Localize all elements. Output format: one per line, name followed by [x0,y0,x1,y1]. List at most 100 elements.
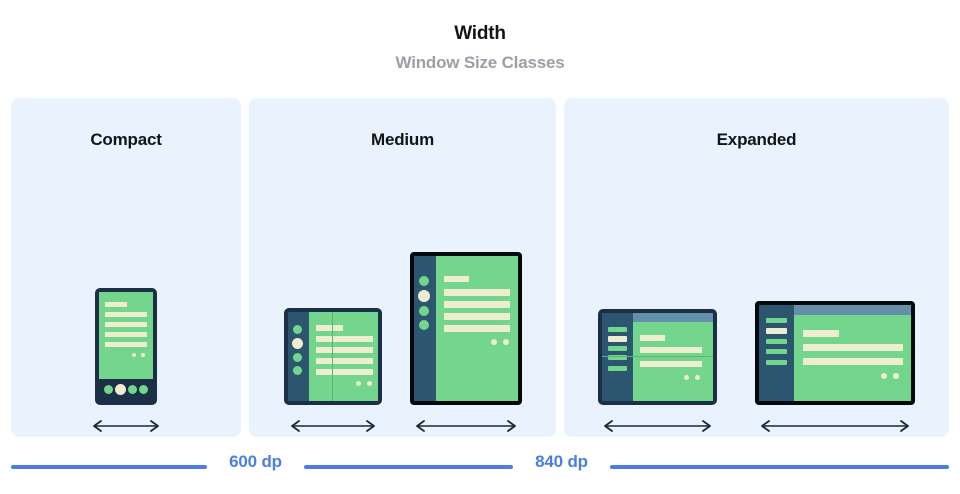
nav-dot [104,385,113,394]
device-column-phone [91,288,161,438]
panel-compact: Compact [11,98,241,437]
diagram-header: Width Window Size Classes [0,22,960,74]
breakpoint-line-medium [304,465,513,469]
content-line [443,325,510,332]
device-group-medium [249,188,556,438]
rail-bar [608,327,627,332]
content-line [803,344,903,351]
device-illustration-tablet-portrait [409,252,522,405]
content-line [640,335,665,341]
rail-bar [766,318,787,323]
content-line [105,322,147,327]
rail-dot [292,325,302,334]
rail-bar [766,349,787,354]
device-column-tablet-portrait [409,252,522,438]
device-illustration-foldable-folded [283,308,382,405]
width-arrow-foldable-unfolded [602,419,713,438]
device-group-compact [11,188,241,438]
tablet-portrait-content [435,256,518,401]
panel-medium: Medium [249,98,556,437]
width-arrow-tablet-landscape [759,419,911,438]
content-line [105,312,147,317]
device-tablet-portrait [409,252,522,405]
rail-dot [292,366,302,375]
foldable-folded-screen [287,312,378,401]
device-illustration-tablet-landscape [755,301,915,405]
content-line [443,289,510,296]
content-line [315,325,343,331]
page-subtitle: Window Size Classes [395,53,565,72]
device-tablet-landscape [755,301,915,405]
rail-dot-active [417,290,430,302]
device-column-foldable-unfolded [598,309,717,438]
device-phone [95,288,157,405]
content-dot [132,353,136,357]
content-dot [355,381,361,386]
foldable-unfolded-content [633,313,713,401]
content-dot [684,375,689,380]
navigation-rail [759,305,794,401]
content-line [315,347,373,353]
content-line [640,347,702,353]
navigation-rail [602,313,633,401]
content-line [105,302,127,307]
double-headed-horizontal-arrow-icon [761,420,909,432]
content-line [443,313,510,320]
content-line [315,336,373,342]
rail-bar [766,339,787,344]
content-line [640,361,702,367]
content-line [443,301,510,308]
content-dot [141,353,145,357]
content-line [105,332,147,337]
breakpoint-line-expanded [610,465,949,469]
tablet-portrait-screen [413,256,518,401]
fold-crease-line [331,312,333,401]
phone-navigation-bar [99,379,153,401]
breakpoint-label-600: 600 dp [229,452,282,471]
device-illustration-phone [95,288,157,405]
rail-dot [418,306,429,316]
navigation-rail [413,256,436,401]
device-foldable-unfolded [598,309,717,405]
fold-crease-line [602,356,713,357]
rail-bar [766,360,787,365]
panel-title-medium: Medium [370,130,435,149]
double-headed-horizontal-arrow-icon [604,420,711,432]
panel-title-compact: Compact [90,130,162,149]
content-dot [502,339,509,345]
nav-dot-active [115,384,126,395]
device-column-tablet-landscape [755,301,915,438]
content-dot [490,339,497,345]
tablet-landscape-content [794,305,911,401]
breakpoint-label-840: 840 dp [535,452,588,471]
content-line [315,369,373,375]
double-headed-horizontal-arrow-icon [290,420,375,432]
rail-bar [608,355,627,360]
tablet-landscape-screen [759,305,911,401]
rail-bar [608,366,627,371]
foldable-unfolded-screen [602,313,713,401]
device-illustration-foldable-unfolded [598,309,717,405]
rail-bar-active [608,336,627,342]
panel-expanded: Expanded [564,98,949,437]
phone-screen [99,292,153,401]
rail-dot [418,276,429,286]
rail-bar [608,346,627,351]
nav-dot [128,385,137,394]
content-line [315,358,373,364]
app-top-bar [633,313,713,322]
content-line [803,330,839,337]
panel-title-expanded: Expanded [716,130,797,149]
page-title: Width [454,23,506,44]
content-dot [881,373,887,379]
phone-content-area [99,292,153,379]
device-group-expanded [564,188,949,438]
foldable-folded-content [308,312,378,401]
navigation-rail [287,312,309,401]
nav-dot [139,385,148,394]
width-arrow-foldable-folded [289,419,377,438]
content-line [105,342,147,347]
rail-dot [418,320,429,330]
rail-bar-active [766,328,787,334]
